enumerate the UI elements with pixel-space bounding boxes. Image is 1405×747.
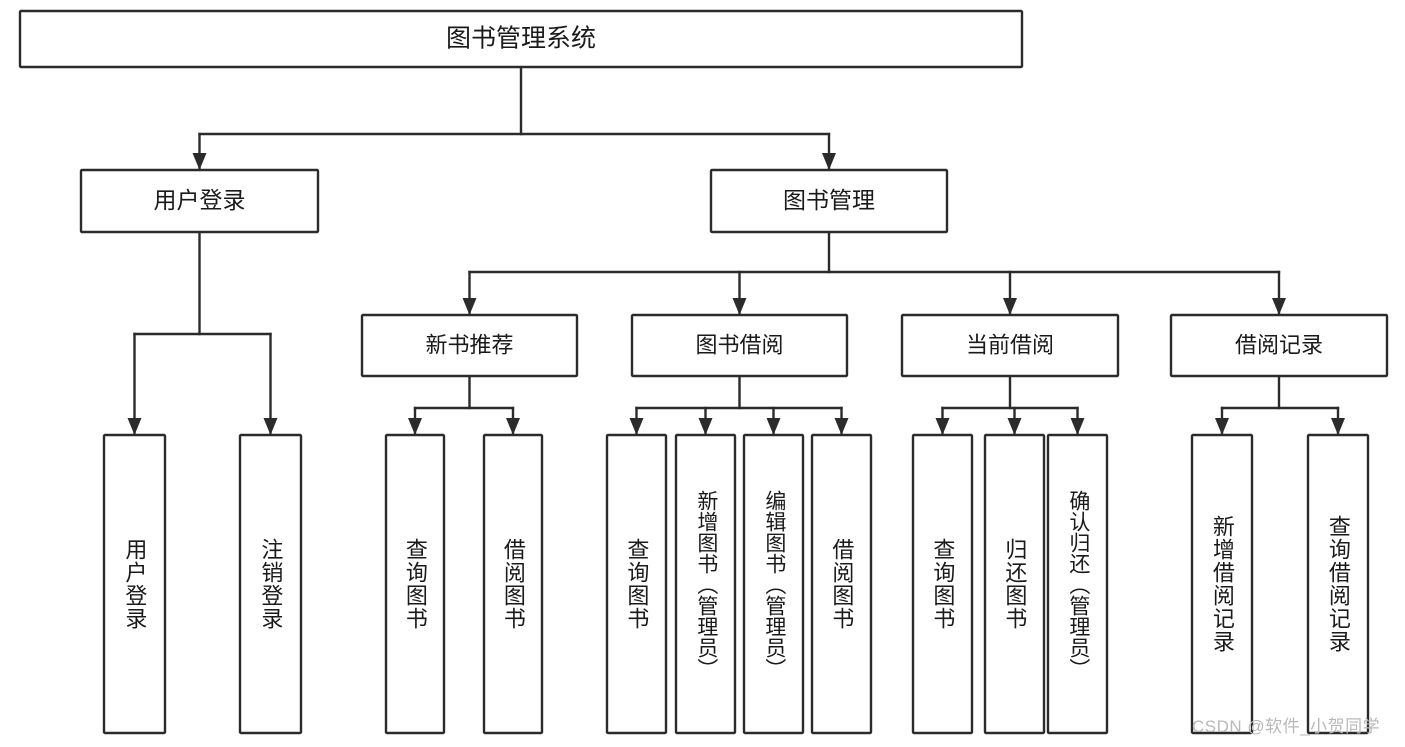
root-node-label: 图书管理系统 [446, 25, 596, 53]
arrow-head-icon [408, 418, 422, 435]
connector-layer [127, 65, 1345, 436]
level1-node-1-box[interactable] [79, 168, 320, 234]
watermark: CSDN @软件_小贺同学 [1192, 717, 1381, 736]
arrow-head-icon [1331, 418, 1345, 435]
level2-node-3-label: 当前借阅 [966, 332, 1054, 357]
root-node-box[interactable] [18, 9, 1024, 69]
level2-node-4-label: 借阅记录 [1235, 332, 1323, 357]
leaf-node-12-box[interactable] [1190, 433, 1254, 735]
arrow-head-icon [698, 418, 713, 435]
arrow-head-icon [732, 298, 747, 315]
leaf-node-2-box[interactable] [238, 433, 303, 735]
leaf-node-9-box[interactable] [911, 433, 974, 735]
arrow-head-icon [822, 153, 836, 170]
arrow-head-icon [834, 418, 849, 435]
level1-node-1-label: 用户登录 [154, 187, 246, 213]
leaf-node-10-box[interactable] [983, 433, 1046, 735]
arrow-head-icon [506, 418, 520, 435]
arrow-head-icon [1003, 298, 1017, 315]
leaf-node-1-box[interactable] [102, 433, 167, 735]
arrow-head-icon [127, 418, 142, 435]
leaf-node-4-box[interactable] [482, 433, 544, 735]
leaf-node-7-box[interactable] [742, 433, 805, 735]
leaf-node-6-box[interactable] [674, 433, 737, 735]
arrow-head-icon [192, 153, 207, 170]
leaf-node-3-box[interactable] [384, 433, 446, 735]
arrow-head-icon [1070, 418, 1085, 435]
level2-node-1-label: 新书推荐 [425, 332, 513, 357]
level1-node-2-label: 图书管理 [783, 187, 875, 213]
leaf-node-8-box[interactable] [810, 433, 873, 735]
arrow-head-icon [629, 418, 644, 435]
level2-node-1-box[interactable] [360, 313, 579, 378]
level2-node-4-box[interactable] [1169, 313, 1389, 378]
level2-node-2-label: 图书借阅 [695, 332, 783, 357]
arrow-head-icon [462, 298, 477, 315]
leaf-node-11-box[interactable] [1046, 433, 1109, 735]
level2-node-2-box[interactable] [630, 313, 849, 378]
arrow-head-icon [1272, 298, 1286, 315]
arrow-head-icon [263, 418, 278, 435]
leaf-node-13-box[interactable] [1306, 433, 1370, 735]
arrow-head-icon [766, 418, 781, 435]
level1-node-2-box[interactable] [709, 168, 949, 234]
arrow-head-icon [1007, 418, 1022, 435]
level2-node-3-box[interactable] [900, 313, 1120, 378]
leaf-node-5-box[interactable] [605, 433, 668, 735]
arrow-head-icon [1215, 418, 1229, 435]
arrow-head-icon [935, 418, 950, 435]
